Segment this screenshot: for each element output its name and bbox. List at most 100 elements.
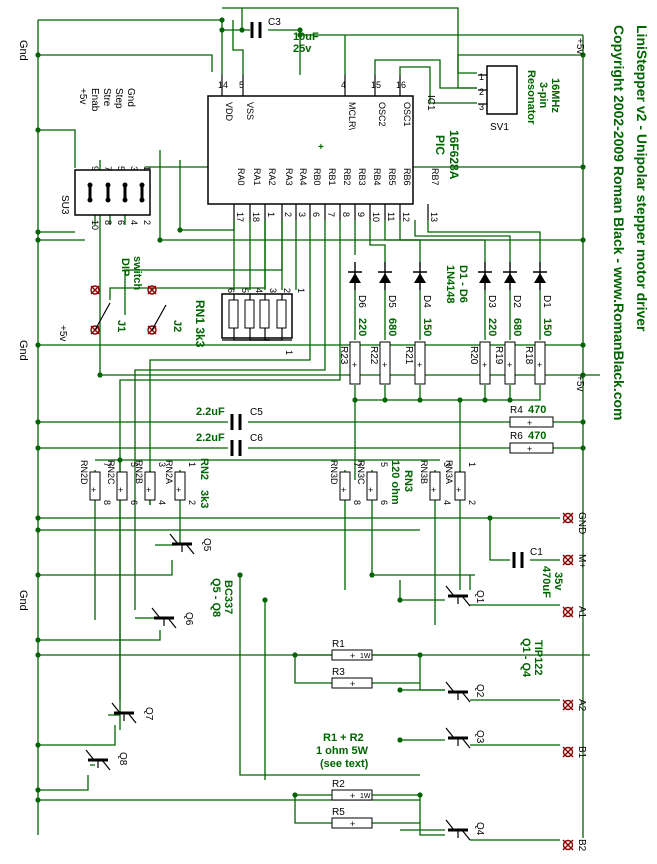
rn3-label-b: 120 ohm xyxy=(389,460,401,505)
rn-pin-bottom: 2 xyxy=(467,500,477,505)
svg-text:+: + xyxy=(91,485,96,495)
plus5-label-top: +5v xyxy=(574,38,585,54)
c3-rating: 25v xyxy=(293,43,312,55)
rn1-pin-1: 1 xyxy=(284,350,294,355)
su3-top-num: 5 xyxy=(116,166,126,171)
ic1-bottom-pin-name: RB7 xyxy=(430,168,440,186)
resistor-ref: R18 xyxy=(523,346,534,365)
title-block: LiniStepper v2 - Unipolar stepper motor … xyxy=(611,25,650,421)
ic1-bottom-pin-name: RA0 xyxy=(236,168,246,186)
ic1-bottom-pin-num: 7 xyxy=(326,212,336,217)
dip-plus5: +5v xyxy=(57,325,68,341)
j2-label: J2 xyxy=(171,320,183,332)
power-note-b: 1 ohm 5W xyxy=(316,745,369,757)
rn1-pin: 4 xyxy=(254,288,264,293)
resistor-ref: R23 xyxy=(338,346,349,365)
svg-text:+: + xyxy=(482,360,487,370)
svg-text:+: + xyxy=(350,651,355,661)
diode-ref: D6 xyxy=(356,295,367,308)
svg-text:+: + xyxy=(417,360,422,370)
su3-bottom-num: 4 xyxy=(129,220,139,225)
resistor-ref: R20 xyxy=(468,346,479,365)
connector-label: GND xyxy=(576,512,587,534)
c3-value: 10uF xyxy=(293,31,319,43)
c1-rating: 35v xyxy=(552,572,564,591)
rn1-label: RN1 3k3 xyxy=(193,300,207,348)
su3-top-num: 9 xyxy=(90,166,100,171)
svg-text:+: + xyxy=(118,485,123,495)
connector-label: B1 xyxy=(576,746,587,759)
wattage-r2: 1W xyxy=(360,793,371,800)
ic1-bottom-pin-num: 9 xyxy=(356,212,366,217)
ic1-bottom-pin-name: RB6 xyxy=(402,168,412,186)
svg-text:+: + xyxy=(431,485,436,495)
ic1-bottom-pin-num: 2 xyxy=(283,212,293,217)
ic1-bottom-pin-name: RA4 xyxy=(298,168,308,186)
rn-pin-bottom: 8 xyxy=(352,500,362,505)
dip-label-1: DIP xyxy=(119,258,131,276)
capacitor-c1: C1 470uF 35v xyxy=(512,547,564,598)
ic1-bottom-pin-name: RA1 xyxy=(252,168,262,186)
ic1-top-pin-name: OSC1 xyxy=(402,102,412,127)
diode-group-label: D1 - D6 1N4148 xyxy=(444,265,469,304)
rn-pin-top: 7 xyxy=(102,462,112,467)
ic1-top-pin-num: 15 xyxy=(371,80,381,90)
rn1-pin: 6 xyxy=(226,288,236,293)
rn-part: RN2C xyxy=(106,460,116,485)
power-resistor-ref: R5 xyxy=(332,807,345,818)
diode-value: 150 xyxy=(421,318,433,336)
j1-label: J1 xyxy=(115,320,127,332)
ic1-top-pin-num: 14 xyxy=(218,80,228,90)
gnd-label-mid: Gnd xyxy=(17,340,29,361)
su3-signal-label: Enab xyxy=(89,88,100,112)
svg-text:+: + xyxy=(527,444,532,454)
c3-ref: C3 xyxy=(268,17,281,28)
su3-top-num: 1 xyxy=(142,166,152,171)
svg-text:+: + xyxy=(368,485,373,495)
ic1-top-pin-name: OSC2 xyxy=(377,102,387,127)
ic1-bottom-pin-name: RB0 xyxy=(312,168,322,186)
svg-text:+: + xyxy=(352,360,357,370)
resistor-ref: R19 xyxy=(493,346,504,365)
ic1-bottom-pin-num: 3 xyxy=(297,212,307,217)
q1q4-label-b: TIP122 xyxy=(532,640,544,675)
rn-pin-bottom: 6 xyxy=(379,500,389,505)
sv1-desc-1: 16MHz xyxy=(549,78,561,113)
power-resistor-ref: R2 xyxy=(332,779,345,790)
resistors-r18-r23: +R23+R22+R21+R20+R19+R18 xyxy=(338,341,546,385)
svg-text:+: + xyxy=(350,791,355,801)
ic1-bottom-pin-name: RB4 xyxy=(372,168,382,186)
gnd-label-top: Gnd xyxy=(17,40,29,61)
rn-part: RN3C xyxy=(356,460,366,485)
transistor-ref: Q3 xyxy=(474,730,485,744)
ic1-top-pin-name: VDD xyxy=(224,102,234,122)
sv1-pin-3: 3 xyxy=(479,102,484,112)
ic1-bottom-pin-num: 6 xyxy=(311,212,321,217)
ic1-part-a: PIC xyxy=(433,135,447,155)
resistor-r6: + R6 470 xyxy=(509,430,554,454)
diode-value: 680 xyxy=(511,318,523,336)
diode-ref: D5 xyxy=(386,295,397,308)
rn1-pin: 2 xyxy=(282,288,292,293)
c1-value: 470uF xyxy=(540,566,552,598)
r6-value: 470 xyxy=(528,430,546,442)
transistor-ref: Q7 xyxy=(143,707,154,721)
svg-text:+: + xyxy=(176,485,181,495)
transistor-ref: Q1 xyxy=(474,590,485,604)
c6-ref: C6 xyxy=(250,433,263,444)
ic1-top-pin-name: VSS xyxy=(245,102,255,120)
connector-label: M+ xyxy=(576,554,587,568)
rn-part: RN2B xyxy=(134,460,144,484)
power-resistor-ref: R3 xyxy=(332,667,345,678)
resistor-ref: R21 xyxy=(403,346,414,365)
rn-pin-top: 5 xyxy=(379,462,389,467)
rn-pin-top: 7 xyxy=(352,462,362,467)
su3-bottom-num: 6 xyxy=(116,220,126,225)
ic1-bottom-pin-name: RA2 xyxy=(267,168,277,186)
